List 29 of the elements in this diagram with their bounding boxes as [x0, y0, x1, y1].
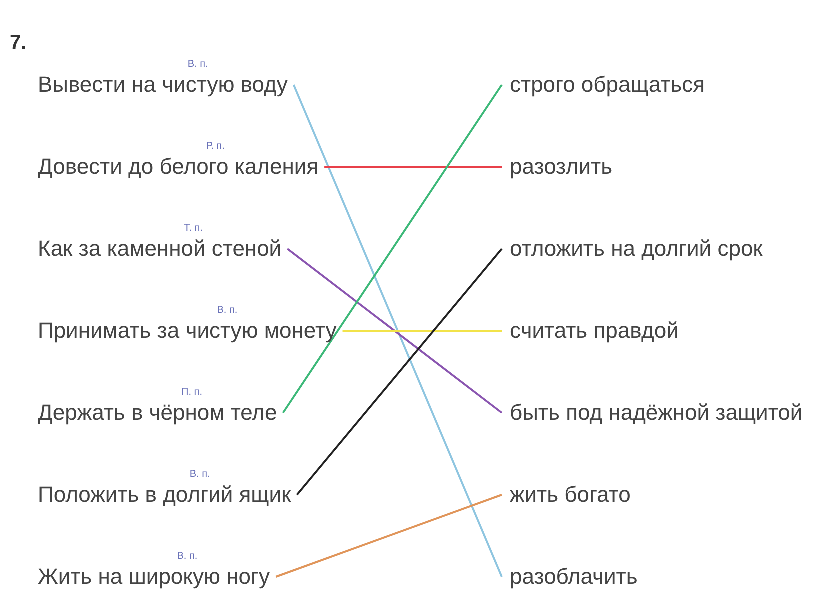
- matching-line: [292, 84, 503, 578]
- matching-line: [324, 166, 502, 168]
- meaning-text: разозлить: [510, 154, 613, 180]
- case-label: П. п.: [182, 387, 202, 398]
- matching-line: [296, 248, 503, 496]
- meaning-text: строго обращаться: [510, 72, 706, 98]
- meaning-text: считать правдой: [510, 318, 679, 344]
- matching-line: [342, 330, 502, 332]
- meaning-text: разоблачить: [510, 564, 638, 590]
- case-label: В. п.: [177, 551, 198, 562]
- case-label: В. п.: [188, 59, 208, 70]
- idiom-text: Положить в долгий ящик: [38, 482, 292, 508]
- case-label: Т. п.: [184, 223, 203, 234]
- idiom-text: Держать в чёрном теле: [38, 400, 278, 426]
- idiom-text: Как за каменной стеной: [38, 236, 282, 262]
- idiom-text: Вывести на чистую воду: [38, 72, 288, 98]
- exercise-number: 7.: [10, 32, 27, 55]
- idiom-text: Довести до белого каления: [38, 154, 319, 180]
- matching-line: [287, 248, 503, 414]
- matching-line: [276, 494, 502, 578]
- matching-line: [282, 84, 503, 414]
- meaning-text: жить богато: [510, 482, 631, 508]
- meaning-text: отложить на долгий срок: [510, 236, 763, 262]
- idiom-text: Жить на широкую ногу: [38, 564, 270, 590]
- idiom-text: Принимать за чистую монету: [38, 318, 337, 344]
- case-label: Р. п.: [206, 141, 225, 152]
- case-label: В. п.: [217, 305, 238, 316]
- case-label: В. п.: [190, 469, 210, 480]
- meaning-text: быть под надёжной защитой: [510, 400, 803, 426]
